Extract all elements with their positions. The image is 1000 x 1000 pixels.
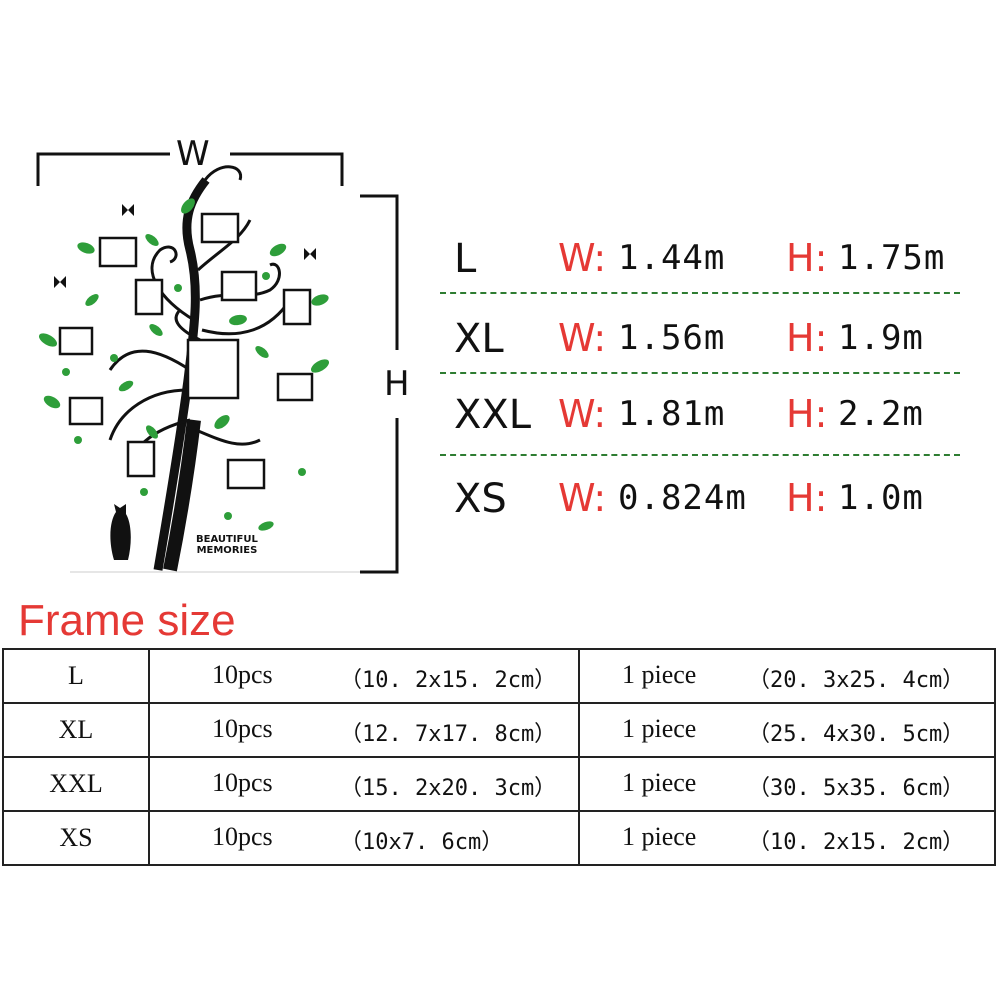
frame-size-name: XXL: [2, 756, 150, 812]
large-frame-qty: 1 piece: [622, 660, 697, 689]
small-frames-qty: 10pcs: [212, 714, 273, 743]
frame-size-name: XS: [2, 810, 150, 866]
size-spec-row-xs: XS W: 0.824m H: 1.0m: [440, 466, 960, 536]
height-key: H:: [786, 392, 828, 436]
height-value: 1.9m: [838, 318, 924, 358]
small-frames-qty: 10pcs: [212, 768, 273, 797]
tree-trunk: [153, 177, 210, 571]
decal-text: BEAUTIFUL MEMORIES: [196, 534, 258, 556]
height-bracket: [360, 194, 399, 574]
large-frame-qty: 1 piece: [622, 714, 697, 743]
decal-text-line1: BEAUTIFUL: [196, 534, 258, 545]
large-frame-cell: 1 piece （20. 3x25. 4cm）: [578, 648, 996, 704]
size-name: XS: [454, 476, 507, 522]
width-bracket: [36, 152, 344, 186]
frame-size-name: XL: [2, 702, 150, 758]
cat-silhouette: [110, 504, 131, 560]
large-frame-qty: 1 piece: [622, 768, 697, 797]
size-name: L: [454, 236, 477, 282]
width-label: W: [176, 134, 210, 174]
height-key: H:: [786, 316, 828, 360]
size-spec-row-xl: XL W: 1.56m H: 1.9m: [440, 306, 960, 376]
small-frames-dims: （10x7. 6cm）: [340, 830, 504, 855]
large-frame-dims: （20. 3x25. 4cm）: [748, 668, 965, 693]
large-frame-dims: （30. 5x35. 6cm）: [748, 776, 965, 801]
small-frames-cell: 10pcs （10. 2x15. 2cm）: [148, 648, 580, 704]
height-key: H:: [786, 476, 828, 520]
size-name: XL: [454, 316, 504, 362]
width-value: 0.824m: [618, 478, 747, 518]
width-key: W:: [558, 392, 607, 436]
small-frames-dims: （15. 2x20. 3cm）: [340, 776, 557, 801]
height-value: 2.2m: [838, 394, 924, 434]
large-frame-dims: （25. 4x30. 5cm）: [748, 722, 965, 747]
large-frame-cell: 1 piece （10. 2x15. 2cm）: [578, 810, 996, 866]
table-row: L 10pcs （10. 2x15. 2cm） 1 piece （20. 3x25.…: [2, 648, 996, 704]
width-key: W:: [558, 316, 607, 360]
frame-size-name: L: [2, 648, 150, 704]
small-frames-cell: 10pcs （10x7. 6cm）: [148, 810, 580, 866]
width-value: 1.81m: [618, 394, 726, 434]
small-frames-qty: 10pcs: [212, 660, 273, 689]
divider: [440, 372, 960, 374]
large-frame-cell: 1 piece （25. 4x30. 5cm）: [578, 702, 996, 758]
size-spec-row-xxl: XXL W: 1.81m H: 2.2m: [440, 382, 960, 452]
small-frames-cell: 10pcs （12. 7x17. 8cm）: [148, 702, 580, 758]
height-label: H: [384, 364, 410, 404]
large-frame-cell: 1 piece （30. 5x35. 6cm）: [578, 756, 996, 812]
small-frames-cell: 10pcs （15. 2x20. 3cm）: [148, 756, 580, 812]
small-frames-qty: 10pcs: [212, 822, 273, 851]
width-key: W:: [558, 476, 607, 520]
width-value: 1.56m: [618, 318, 726, 358]
divider: [440, 454, 960, 456]
table-row: XL 10pcs （12. 7x17. 8cm） 1 piece （25. 4x30…: [2, 702, 996, 758]
table-row: XS 10pcs （10x7. 6cm） 1 piece （10. 2x15. 2c…: [2, 810, 996, 866]
divider: [440, 292, 960, 294]
width-value: 1.44m: [618, 238, 726, 278]
large-frame-qty: 1 piece: [622, 822, 697, 851]
decal-text-line2: MEMORIES: [196, 545, 258, 556]
table-row: XXL 10pcs （15. 2x20. 3cm） 1 piece （30. 5x3…: [2, 756, 996, 812]
height-key: H:: [786, 236, 828, 280]
height-value: 1.0m: [838, 478, 924, 518]
height-value: 1.75m: [838, 238, 946, 278]
size-name: XXL: [454, 392, 532, 438]
frame-size-title: Frame size: [18, 596, 236, 645]
tree-decal-illustration: [38, 165, 360, 573]
small-frames-dims: （12. 7x17. 8cm）: [340, 722, 557, 747]
small-frames-dims: （10. 2x15. 2cm）: [340, 668, 557, 693]
large-frame-dims: （10. 2x15. 2cm）: [748, 830, 965, 855]
width-key: W:: [558, 236, 607, 280]
size-spec-row-l: L W: 1.44m H: 1.75m: [440, 226, 960, 296]
frame-size-table: L 10pcs （10. 2x15. 2cm） 1 piece （20. 3x25.…: [2, 648, 996, 866]
